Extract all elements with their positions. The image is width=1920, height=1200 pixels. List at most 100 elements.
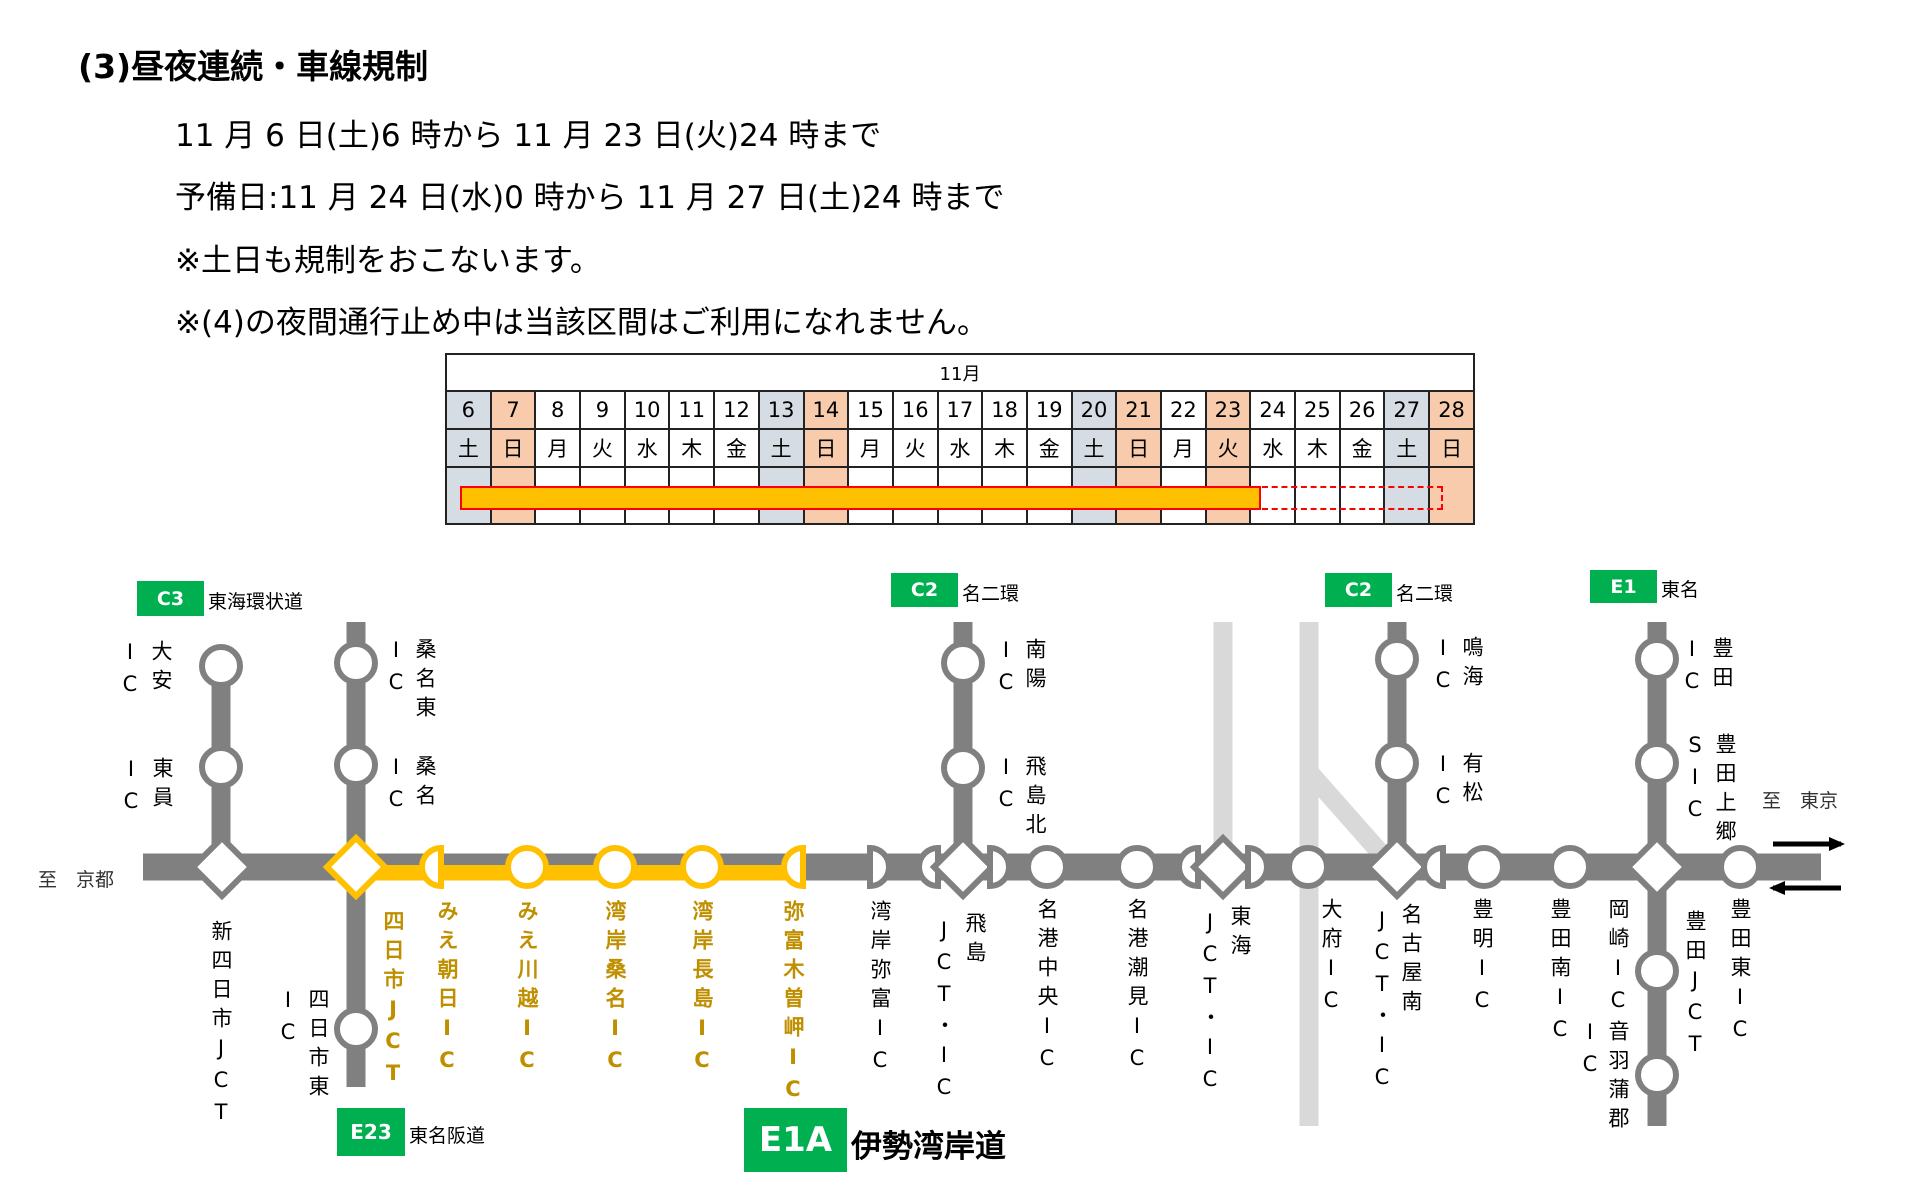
station-label: 豊田上郷	[1713, 733, 1737, 849]
calendar-weekday: 金	[1338, 428, 1386, 468]
route-name: 東海環状道	[208, 591, 304, 614]
station-label: IC	[1680, 637, 1704, 701]
calendar-weekday: 木	[981, 428, 1028, 468]
calendar-date: 10	[623, 390, 671, 430]
half-interchange-icon	[987, 844, 1012, 890]
station-label: IC	[994, 638, 1018, 702]
calendar-weekday: 水	[623, 428, 671, 468]
interchange-icon	[1375, 637, 1419, 681]
calendar-weekday: 日	[802, 428, 850, 468]
station-label: 音羽蒲郡	[1606, 1020, 1630, 1136]
station-label: 大府IC	[1319, 898, 1343, 1020]
station-label: 東員	[150, 757, 174, 815]
junction-icon	[1623, 833, 1691, 901]
calendar-weekday: 日	[1428, 428, 1475, 468]
half-interchange-icon	[419, 844, 444, 890]
calendar-date: 6	[445, 390, 492, 430]
route-name: 名二環	[1396, 582, 1454, 605]
route-name: 伊勢湾岸道	[851, 1129, 1006, 1166]
calendar-month: 11月	[445, 353, 1475, 392]
calendar-weekday: 月	[1160, 428, 1207, 468]
station-label: 名港中央IC	[1035, 898, 1059, 1078]
arrow-left-icon	[1769, 881, 1785, 895]
half-interchange-icon	[1245, 844, 1270, 890]
station-label: IC	[1578, 1020, 1602, 1084]
interchange-icon	[334, 743, 378, 787]
calendar-weekday: 火	[579, 428, 626, 468]
calendar-date: 20	[1070, 390, 1118, 430]
inactive-road	[1213, 622, 1233, 867]
interchange-icon	[1718, 845, 1762, 889]
station-label: 飛島	[963, 912, 987, 970]
station-label: 湾岸桑名IC	[603, 900, 627, 1080]
route-name: 東名	[1661, 579, 1700, 602]
station-label: みえ朝日IC	[435, 900, 459, 1080]
interchange-icon	[334, 1007, 378, 1051]
interchange-icon	[334, 641, 378, 685]
calendar-date: 9	[579, 390, 626, 430]
calendar-weekday: 月	[534, 428, 582, 468]
half-interchange-icon	[781, 844, 806, 890]
section-title: (3)昼夜連続・車線規制	[78, 47, 429, 86]
interchange-icon	[1462, 845, 1506, 889]
interchange-icon	[1635, 949, 1679, 993]
calendar-date: 27	[1383, 390, 1431, 430]
station-label: IC	[384, 755, 408, 819]
interchange-icon	[1548, 845, 1592, 889]
station-label: JCT・IC	[932, 918, 956, 1107]
calendar-date: 21	[1115, 390, 1162, 430]
calendar-date: 22	[1160, 390, 1207, 430]
calendar-date: 14	[802, 390, 850, 430]
station-label: JCT・IC	[1370, 908, 1394, 1097]
junction-icon	[322, 833, 390, 901]
weekend-note: ※土日も規制をおこないます。	[175, 243, 601, 279]
station-label: 弥富木曽岬IC	[781, 900, 805, 1109]
interchange-icon	[680, 845, 724, 889]
station-label: IC	[384, 638, 408, 702]
junction-icon	[1189, 833, 1257, 901]
calendar-date: 8	[534, 390, 582, 430]
route-badge-e1a: E1A	[744, 1108, 847, 1172]
calendar-weekday: 月	[847, 428, 894, 468]
station-label: 豊田	[1710, 637, 1734, 695]
station-label: IC	[1431, 752, 1455, 816]
interchange-icon	[1286, 845, 1330, 889]
calendar-weekday: 水	[936, 428, 984, 468]
station-label: SIC	[1683, 733, 1707, 829]
station-label: 飛島北	[1023, 755, 1047, 842]
calendar-weekday: 火	[1204, 428, 1252, 468]
calendar-date: 18	[981, 390, 1028, 430]
calendar-date: 24	[1249, 390, 1297, 430]
calendar-date: 16	[891, 390, 939, 430]
station-label: 桑名東	[413, 638, 437, 725]
interchange-icon	[941, 746, 985, 790]
half-interchange-icon	[916, 844, 941, 890]
calendar-date: 13	[757, 390, 805, 430]
interchange-icon	[199, 644, 243, 688]
interchange-icon	[1375, 741, 1419, 785]
inactive-road-diagonal	[1301, 765, 1393, 865]
calendar-weekday: 土	[1070, 428, 1118, 468]
reserve-period-bar	[1262, 486, 1443, 510]
interchange-icon	[1635, 1053, 1679, 1097]
station-label: 大安	[149, 640, 173, 698]
route-badge-c2: C2	[1325, 573, 1392, 607]
station-label: 岡崎IC	[1606, 898, 1630, 1020]
interchange-icon	[1025, 845, 1069, 889]
calendar-weekday: 火	[891, 428, 939, 468]
half-interchange-icon	[867, 844, 892, 890]
route-badge-e23: E23	[337, 1108, 405, 1156]
calendar-weekday: 金	[1025, 428, 1073, 468]
station-label: 四日市JCT	[381, 910, 405, 1093]
half-interchange-icon	[1421, 844, 1446, 890]
calendar-weekday: 金	[713, 428, 760, 468]
route-badge-c2: C2	[891, 573, 958, 607]
calendar-date: 23	[1204, 390, 1252, 430]
interchange-icon	[1115, 845, 1159, 889]
station-label: 豊田JCT	[1683, 910, 1707, 1064]
calendar-date: 11	[668, 390, 716, 430]
calendar-weekday: 日	[1115, 428, 1162, 468]
period-line: 11 月 6 日(土)6 時から 11 月 23 日(火)24 時まで	[175, 118, 882, 154]
junction-icon	[188, 833, 256, 901]
